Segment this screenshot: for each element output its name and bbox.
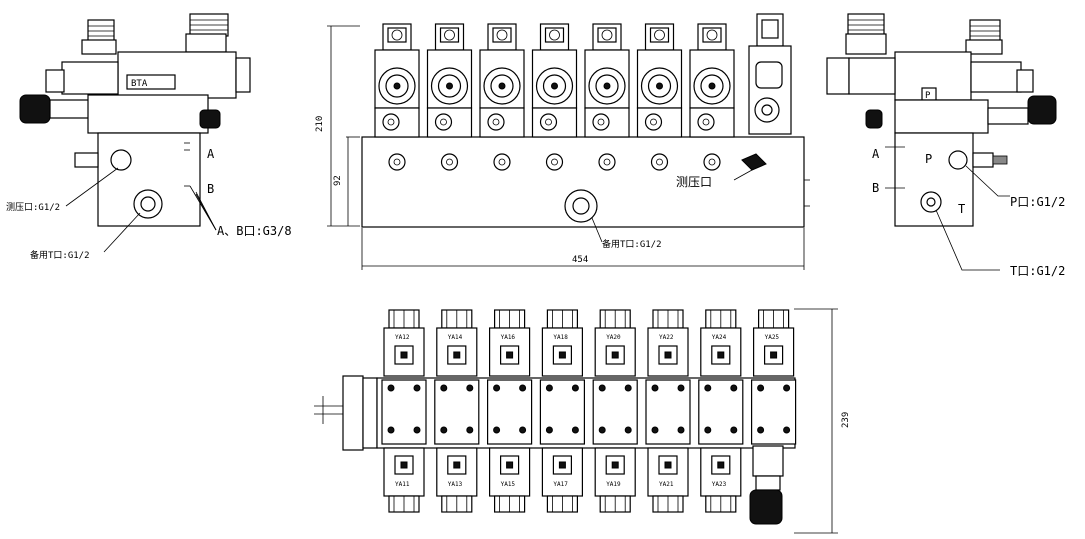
coil-label-top: YA24 [712,334,727,341]
front-callout-spare-t: 备用T口:G1/2 [602,238,662,250]
front-solenoid-valve [374,23,420,171]
front-solenoid-valve [531,23,578,171]
front-port-hole [493,153,511,171]
front-valve-group [374,23,735,171]
top-dim-depth: 239 [841,412,851,428]
top-valve-column: YA25 [750,309,797,445]
coil-label-bottom: YA21 [659,481,674,488]
front-dim-width: 454 [572,255,588,265]
front-port-hole [388,153,406,171]
coil-label-bottom: YA11 [395,481,410,488]
coil-label-bottom: YA13 [448,481,463,488]
right-port-b: B [872,181,879,195]
left-port-b: B [207,182,214,196]
front-port-hole [545,153,564,171]
coil-label-top: YA14 [448,334,463,341]
front-solenoid-valve [426,23,473,171]
coil-label-bottom: YA17 [553,481,568,488]
left-callout-ab: A、B口:G3/8 [217,224,292,238]
right-block-label: P [925,91,931,101]
front-callout-gauge: 测压口 [676,175,712,189]
coil-label-bottom: YA23 [712,481,727,488]
front-solenoid-valve [584,23,630,171]
coil-label-top: YA12 [395,334,410,341]
top-view: 239 YA12YA11YA14YA13YA16YA15YA18YA17YA20… [314,308,851,534]
coil-label-bottom: YA19 [606,481,621,488]
front-solenoid-valve [689,23,735,171]
left-callout-spare-t: 备用T口:G1/2 [30,249,90,261]
front-port-hole [650,153,669,171]
coil-label-top: YA20 [606,334,621,341]
right-side-view: P A B P T P口:G1/2 T口:G1/2 [826,13,1065,278]
coil-label-top: YA25 [765,334,780,341]
front-port-hole [598,153,616,171]
front-port-hole [703,153,721,171]
left-port-a: A [207,147,215,161]
coil-label-top: YA22 [659,334,674,341]
right-port-a: A [872,147,880,161]
front-dim-height: 210 [315,116,325,132]
left-callout-test: 测压口:G1/2 [6,202,60,213]
coil-label-bottom: YA15 [501,481,516,488]
right-callout-p: P口:G1/2 [1010,195,1065,209]
front-dim-lower: 92 [333,175,343,186]
front-solenoid-valve [479,23,525,171]
right-callout-t: T口:G1/2 [1010,264,1065,278]
front-solenoid-valve [636,23,683,171]
left-block-label: BTA [131,79,148,89]
top-valve-group: YA12YA11YA14YA13YA16YA15YA18YA17YA20YA19… [381,309,797,513]
coil-label-top: YA16 [501,334,516,341]
coil-label-top: YA18 [553,334,568,341]
right-port-t: T [958,202,965,216]
right-port-p: P [925,152,932,166]
front-view: 210 92 454 备用T口:G1/2 测压口 [315,13,810,270]
front-port-hole [440,153,459,171]
left-side-view: BTA A B 测压口:G1/2 备用T口:G1/2 A、B口:G3/8 [6,13,292,261]
